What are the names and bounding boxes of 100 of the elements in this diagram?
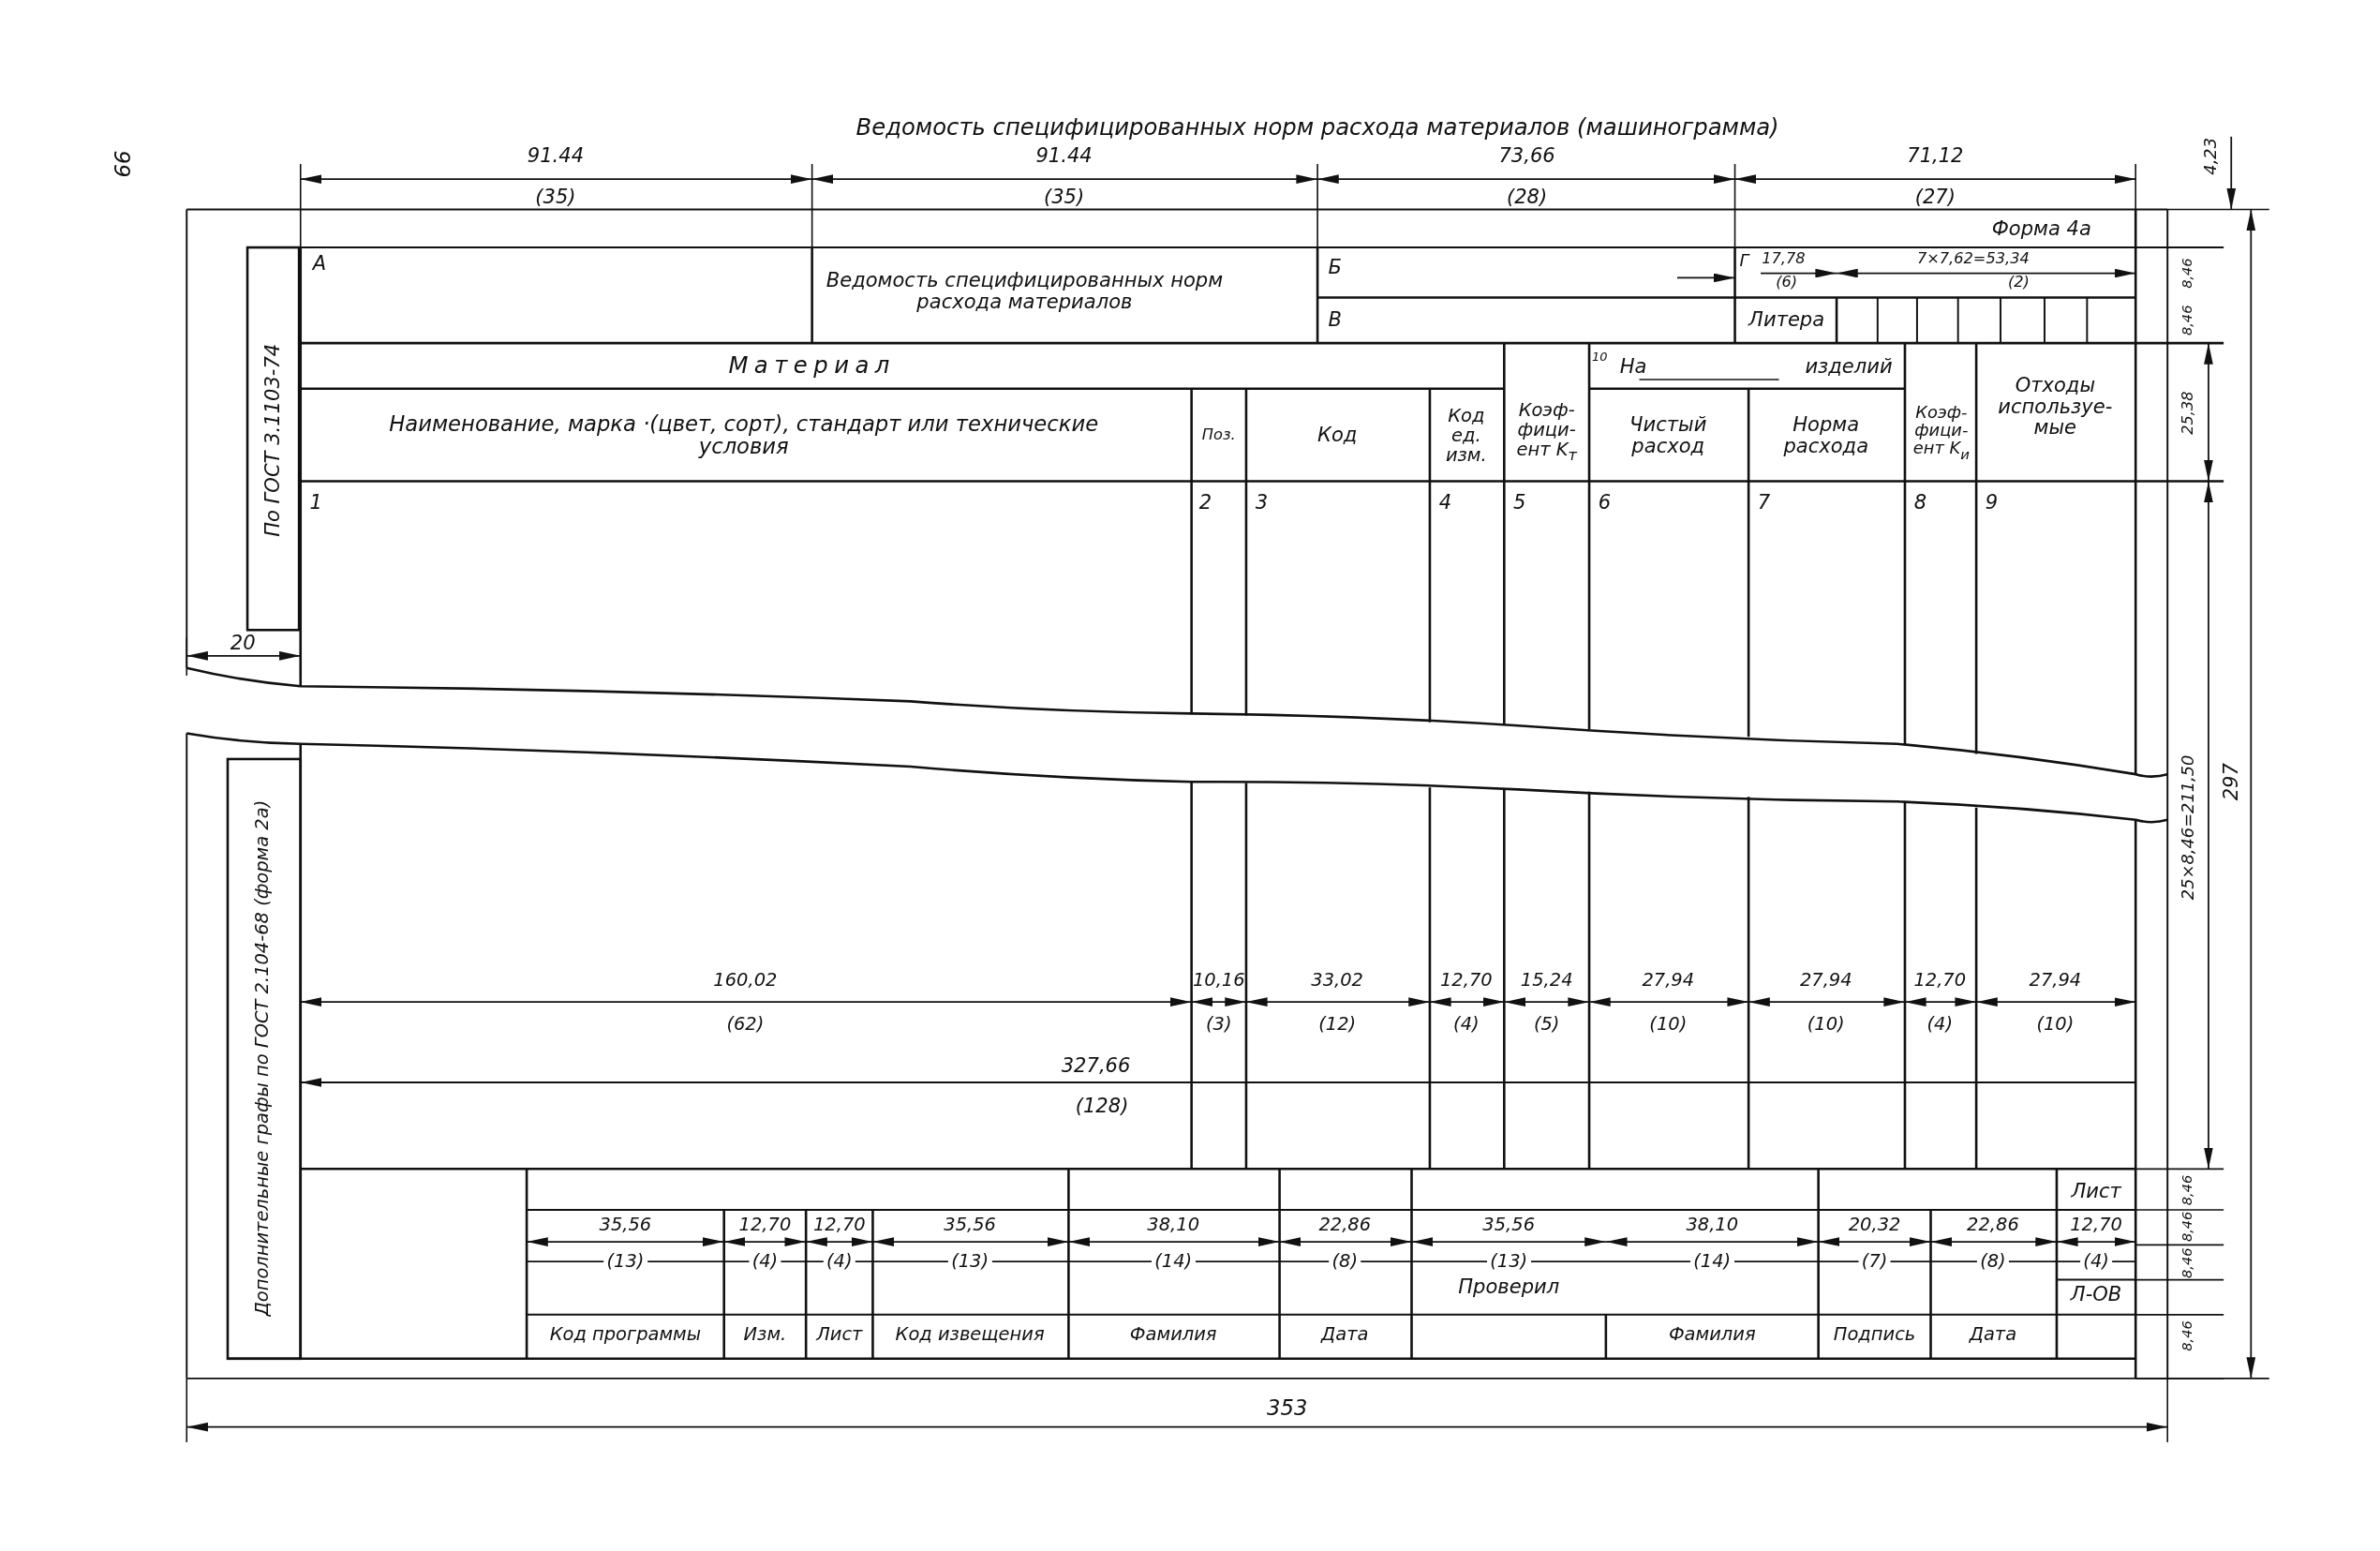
- column-number: 2: [1198, 491, 1212, 514]
- form-title: Ведомость специфицированных норм расхода материалов: [825, 270, 1225, 313]
- dimension-value: (13): [603, 1251, 647, 1272]
- stamp-label: Дата: [1969, 1324, 2017, 1345]
- dimension-value: (4): [1453, 1014, 1480, 1035]
- stamp-label: Код извещения: [895, 1324, 1045, 1345]
- dimension-value: 27,94: [2029, 970, 2082, 991]
- dimension-value: 12,70: [2070, 1215, 2122, 1235]
- dimension-value: (35): [1043, 186, 1085, 208]
- dimension-value: 38,10: [1686, 1215, 1739, 1235]
- dimension-value: 17,78: [1762, 251, 1806, 268]
- dimension-value: 8,46: [2181, 1174, 2196, 1206]
- column-header: Коэф- фици- ент K$_{т}$: [1515, 400, 1579, 465]
- dimension-value: 20,32: [1848, 1215, 1901, 1235]
- stamp-label: Изм.: [743, 1324, 787, 1345]
- field-letter: В: [1328, 309, 1342, 332]
- dimension-value: 10,16: [1192, 970, 1245, 991]
- stamp-label: Проверил: [1458, 1276, 1560, 1299]
- dimension-value: (6): [1776, 274, 1798, 291]
- column-number: 7: [1757, 491, 1771, 514]
- dimension-value: 353: [1267, 1397, 1308, 1421]
- column-header: Код: [1316, 425, 1358, 447]
- dimension-value: (8): [1329, 1251, 1361, 1272]
- dimension-value: 33,02: [1311, 970, 1363, 991]
- stamp-label: Лист: [816, 1324, 863, 1345]
- dimension-value: (27): [1914, 186, 1956, 208]
- column-number: 3: [1255, 491, 1269, 514]
- dimension-value: (3): [1206, 1014, 1232, 1035]
- dimension-value: (13): [947, 1251, 992, 1272]
- dimension-value: (14): [1152, 1251, 1196, 1272]
- dimension-value: 8,46: [2181, 305, 2196, 336]
- dimension-value: 12,70: [738, 1215, 792, 1235]
- dimension-value: 35,56: [1482, 1215, 1535, 1235]
- column-header: Отходы используе- мые: [1997, 375, 2114, 440]
- column-header: Наименование, марка ·(цвет, сорт), стандарт или технические условия: [388, 412, 1100, 459]
- dimension-value: 27,94: [1642, 970, 1695, 991]
- field-label: Литера: [1748, 309, 1825, 332]
- dimension-value: (4): [2080, 1251, 2113, 1272]
- dimension-value: 22,86: [1318, 1215, 1372, 1235]
- dimension-value: 12,70: [1440, 970, 1493, 991]
- dimension-value: 91.44: [527, 145, 585, 168]
- column-header: Материал: [728, 353, 896, 379]
- stamp-label: Фамилия: [1668, 1324, 1756, 1345]
- dimension-value: 8,46: [2181, 1211, 2196, 1243]
- title: Ведомость специфицированных норм расхода материалов (машинограмма): [855, 114, 1779, 141]
- dimension-value: 12,70: [1913, 970, 1967, 991]
- stamp-label: Л-ОВ: [2070, 1284, 2122, 1306]
- column-header: изделий: [1805, 356, 1893, 379]
- dimension-value: 25,38: [2180, 391, 2197, 435]
- stamp-label: Фамилия: [1129, 1324, 1217, 1345]
- dimension-value: 15,24: [1520, 970, 1573, 991]
- column-number: 6: [1598, 491, 1612, 514]
- page-number: 99: [110, 150, 133, 178]
- stamp-label: Код программы: [549, 1324, 702, 1345]
- side-note: Дополнительные графы по ГОСТ 2.104-68 (форма 2а): [252, 799, 273, 1317]
- column-number: 10: [1592, 351, 1608, 365]
- dimension-value: 8,46: [2181, 1320, 2196, 1351]
- dimension-value: (4): [1926, 1014, 1953, 1035]
- dimension-value: 12,70: [813, 1215, 866, 1235]
- dimension-value: (10): [2036, 1014, 2075, 1035]
- column-number: 4: [1438, 491, 1452, 514]
- dimension-value: 73,66: [1498, 145, 1555, 168]
- dimension-value: 91.44: [1035, 145, 1093, 168]
- column-number: 9: [1985, 491, 1999, 514]
- dimension-value: (10): [1649, 1014, 1688, 1035]
- dimension-value: 327,66: [1061, 1054, 1131, 1077]
- dimension-value: (35): [535, 186, 576, 208]
- column-header: Коэф- фици- ент K$_{и}$: [1911, 404, 1971, 462]
- dimension-value: 8,46: [2181, 1247, 2196, 1278]
- field-letter: Г: [1739, 252, 1749, 271]
- column-number: 5: [1513, 491, 1526, 514]
- dimension-value: 35,56: [599, 1215, 652, 1235]
- form-caption: Форма 4а: [1991, 218, 2091, 240]
- dimension-value: 27,94: [1799, 970, 1852, 991]
- dimension-value: (8): [1976, 1251, 2009, 1272]
- column-header: Поз.: [1201, 427, 1236, 444]
- column-header: Норма расхода: [1782, 414, 1870, 457]
- column-header: Чистый расход: [1629, 414, 1708, 457]
- dimension-value: 297: [2220, 763, 2242, 801]
- stamp-label: Лист: [2071, 1181, 2121, 1202]
- dimension-value: (28): [1507, 186, 1548, 208]
- field-letter: Б: [1328, 256, 1342, 278]
- dimension-value: (4): [823, 1251, 855, 1272]
- dimension-value: (13): [1487, 1251, 1531, 1272]
- column-number: 1: [309, 491, 322, 514]
- column-number: 8: [1913, 491, 1927, 514]
- dimension-value: 35,56: [944, 1215, 996, 1235]
- dimension-value: 71,12: [1907, 145, 1964, 168]
- dimension-value: (10): [1807, 1014, 1845, 1035]
- field-letter: А: [312, 253, 327, 276]
- dimension-value: (12): [1318, 1014, 1357, 1035]
- column-header: Код ед. изм.: [1444, 406, 1488, 466]
- dimension-value: 8,46: [2181, 258, 2196, 289]
- column-header: На: [1619, 356, 1647, 379]
- dimension-value: 25×8,46=211,50: [2179, 754, 2198, 901]
- dimension-value: (62): [726, 1014, 765, 1035]
- stamp-label: Подпись: [1833, 1324, 1916, 1345]
- dimension-value: (7): [1858, 1251, 1891, 1272]
- dimension-value: (5): [1533, 1014, 1560, 1035]
- dimension-value: 160,02: [713, 970, 778, 991]
